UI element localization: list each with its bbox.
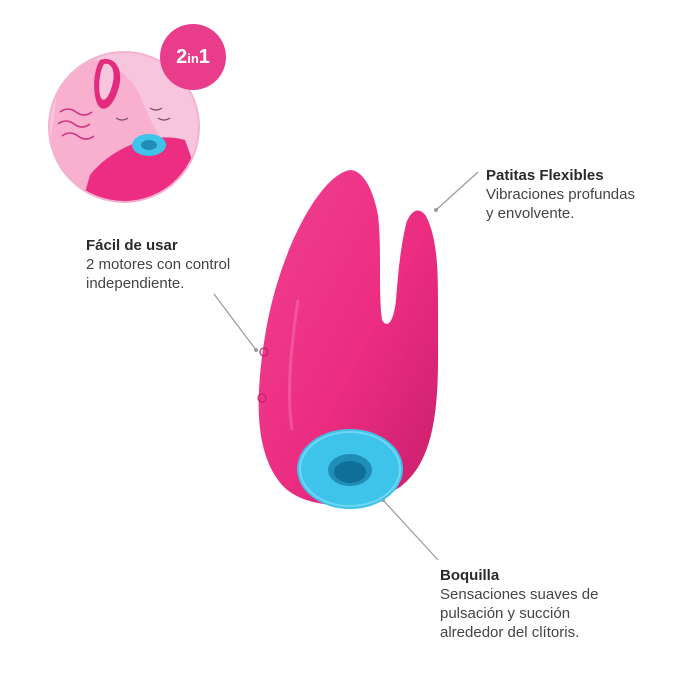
badge-circle: [160, 24, 226, 90]
product-device-image: [257, 170, 438, 509]
feature-desc-line: pulsación y succión: [440, 605, 571, 622]
feature-desc-line: Vibraciones profundas: [486, 186, 635, 203]
feature-desc-line: alrededor del clítoris.: [440, 624, 580, 641]
feature-title: Patitas Flexibles: [486, 167, 604, 184]
feature-desc-line: Sensaciones suaves de: [440, 586, 599, 603]
feature-desc-line: independiente.: [86, 275, 185, 292]
leader-lines: [213, 171, 479, 561]
feature-desc-line: 2 motores con control: [86, 256, 231, 273]
feature-desc-line: y envolvente.: [486, 205, 575, 222]
feature-title: Boquilla: [440, 567, 500, 584]
badge-2in1: 2in1: [176, 46, 210, 68]
feature-easy-to-use: Fácil de usar 2 motores con control inde…: [86, 236, 286, 293]
feature-flexible-legs: Patitas Flexibles Vibraciones profundas …: [486, 166, 686, 223]
feature-title: Fácil de usar: [86, 237, 178, 254]
feature-mouthpiece: Boquilla Sensaciones suaves de pulsación…: [440, 566, 650, 642]
